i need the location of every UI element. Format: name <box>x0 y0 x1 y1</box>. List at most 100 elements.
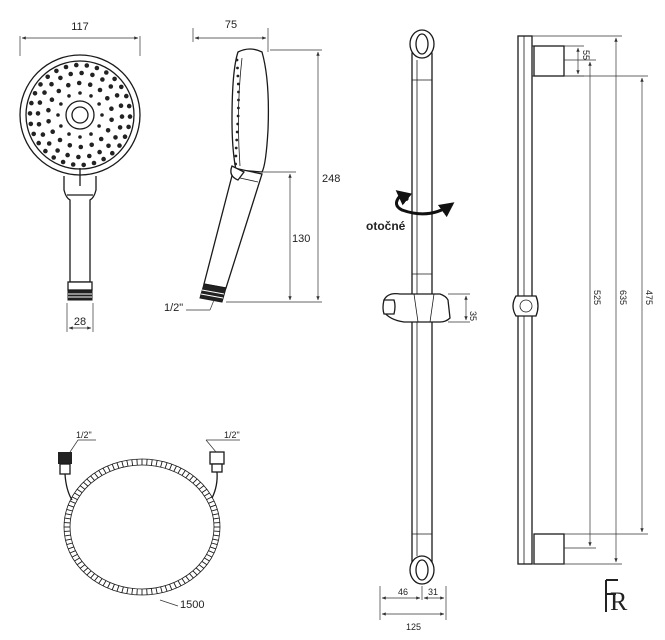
hose-rib <box>210 546 217 550</box>
hose-rib <box>107 582 111 589</box>
side-nozzle <box>236 122 240 126</box>
nozzle <box>60 159 66 165</box>
label-rotating: otočné <box>366 219 406 233</box>
hose-left-nut <box>58 452 72 464</box>
side-nozzle <box>234 146 238 150</box>
hose-rib <box>116 462 120 469</box>
hose-rib <box>189 573 194 579</box>
label-base-125: 125 <box>406 622 421 632</box>
nozzle <box>67 132 71 136</box>
nozzle <box>91 160 97 166</box>
hose-rib <box>204 557 210 562</box>
label-total-length: 248 <box>322 173 340 185</box>
nozzle <box>57 137 63 143</box>
hose-rib <box>79 564 86 569</box>
hose-rib <box>74 557 80 562</box>
side-slider <box>512 295 539 317</box>
nozzle <box>84 63 90 68</box>
side-nozzle <box>237 90 240 94</box>
nozzle <box>106 143 111 149</box>
hose-rib <box>201 561 208 566</box>
label-bar-475: 475 <box>644 290 654 305</box>
nozzle <box>78 135 82 139</box>
hose-rib <box>65 538 72 541</box>
handle-body <box>63 176 97 283</box>
hose-rib <box>131 588 134 595</box>
nozzle <box>89 132 93 136</box>
hose-rib <box>71 496 78 501</box>
slider-holder <box>383 292 451 323</box>
hose-rib <box>79 485 86 490</box>
hose-rib <box>155 460 158 467</box>
hose-rib <box>213 534 220 537</box>
label-handle-length: 130 <box>292 233 310 245</box>
label-bar-635: 635 <box>618 290 628 305</box>
side-handle <box>203 167 263 289</box>
nozzle <box>89 94 93 98</box>
side-nozzle <box>236 114 240 118</box>
nozzle <box>90 72 95 78</box>
nozzle <box>112 76 117 82</box>
hose-rib <box>185 575 190 582</box>
nozzle <box>40 132 46 137</box>
hose-rib <box>66 542 73 546</box>
nozzle <box>38 82 43 87</box>
label-head-depth: 75 <box>225 19 237 31</box>
nozzle <box>110 150 115 156</box>
hose-rib <box>121 586 124 593</box>
nozzle <box>37 100 43 105</box>
brand-logo: R <box>605 579 628 616</box>
hose-rib <box>116 585 120 592</box>
hose-rib <box>169 584 173 590</box>
nozzle <box>43 148 48 154</box>
nozzle <box>76 80 82 86</box>
hose-rib <box>173 582 177 589</box>
label-base-31: 31 <box>428 587 438 597</box>
side-nozzle <box>237 106 240 110</box>
dim-handle-length: 130 <box>262 171 310 301</box>
hose-rib <box>98 578 103 584</box>
bottom-wall-bracket <box>533 533 565 565</box>
dim-base: 46 31 125 <box>379 586 447 632</box>
hose-rib <box>173 465 177 472</box>
hose-rib <box>94 575 99 582</box>
hose-rib <box>65 513 72 516</box>
hose-coil <box>63 458 221 596</box>
nozzle <box>109 106 114 111</box>
nozzle <box>97 149 102 155</box>
nozzle <box>55 148 60 153</box>
side-nozzle <box>237 98 240 102</box>
dim-bracket-top: 55 <box>564 45 591 77</box>
hose-rib <box>98 470 103 476</box>
hose-rib <box>177 467 182 474</box>
hose-rib <box>213 517 220 520</box>
nozzle-pattern <box>27 62 133 168</box>
hose-rib <box>94 472 99 479</box>
side-nozzle <box>236 74 240 78</box>
label-hose-left: 1/2" <box>76 430 92 440</box>
nozzle <box>28 121 34 127</box>
hose-rib <box>71 553 78 558</box>
hose-rib <box>126 460 129 467</box>
nozzle <box>45 74 50 80</box>
hose-rib <box>90 573 95 579</box>
hose-rib <box>192 478 198 484</box>
slide-bar-side-view: 55 525 635 475 <box>512 35 654 565</box>
hose-rib <box>111 464 115 470</box>
nozzle <box>36 122 42 127</box>
nozzle <box>54 68 59 74</box>
hose-rib <box>150 459 153 466</box>
nozzle <box>67 143 73 148</box>
nozzle <box>87 82 93 87</box>
nozzle <box>66 82 71 88</box>
nozzle <box>56 113 60 117</box>
nozzle <box>94 65 100 71</box>
side-nozzle <box>234 154 238 158</box>
nozzle <box>119 84 124 90</box>
hose-rib <box>121 461 124 468</box>
nozzle <box>89 142 94 148</box>
nozzle <box>97 87 103 93</box>
nozzle <box>118 103 124 108</box>
nozzle <box>97 124 101 128</box>
nozzle <box>78 144 84 150</box>
